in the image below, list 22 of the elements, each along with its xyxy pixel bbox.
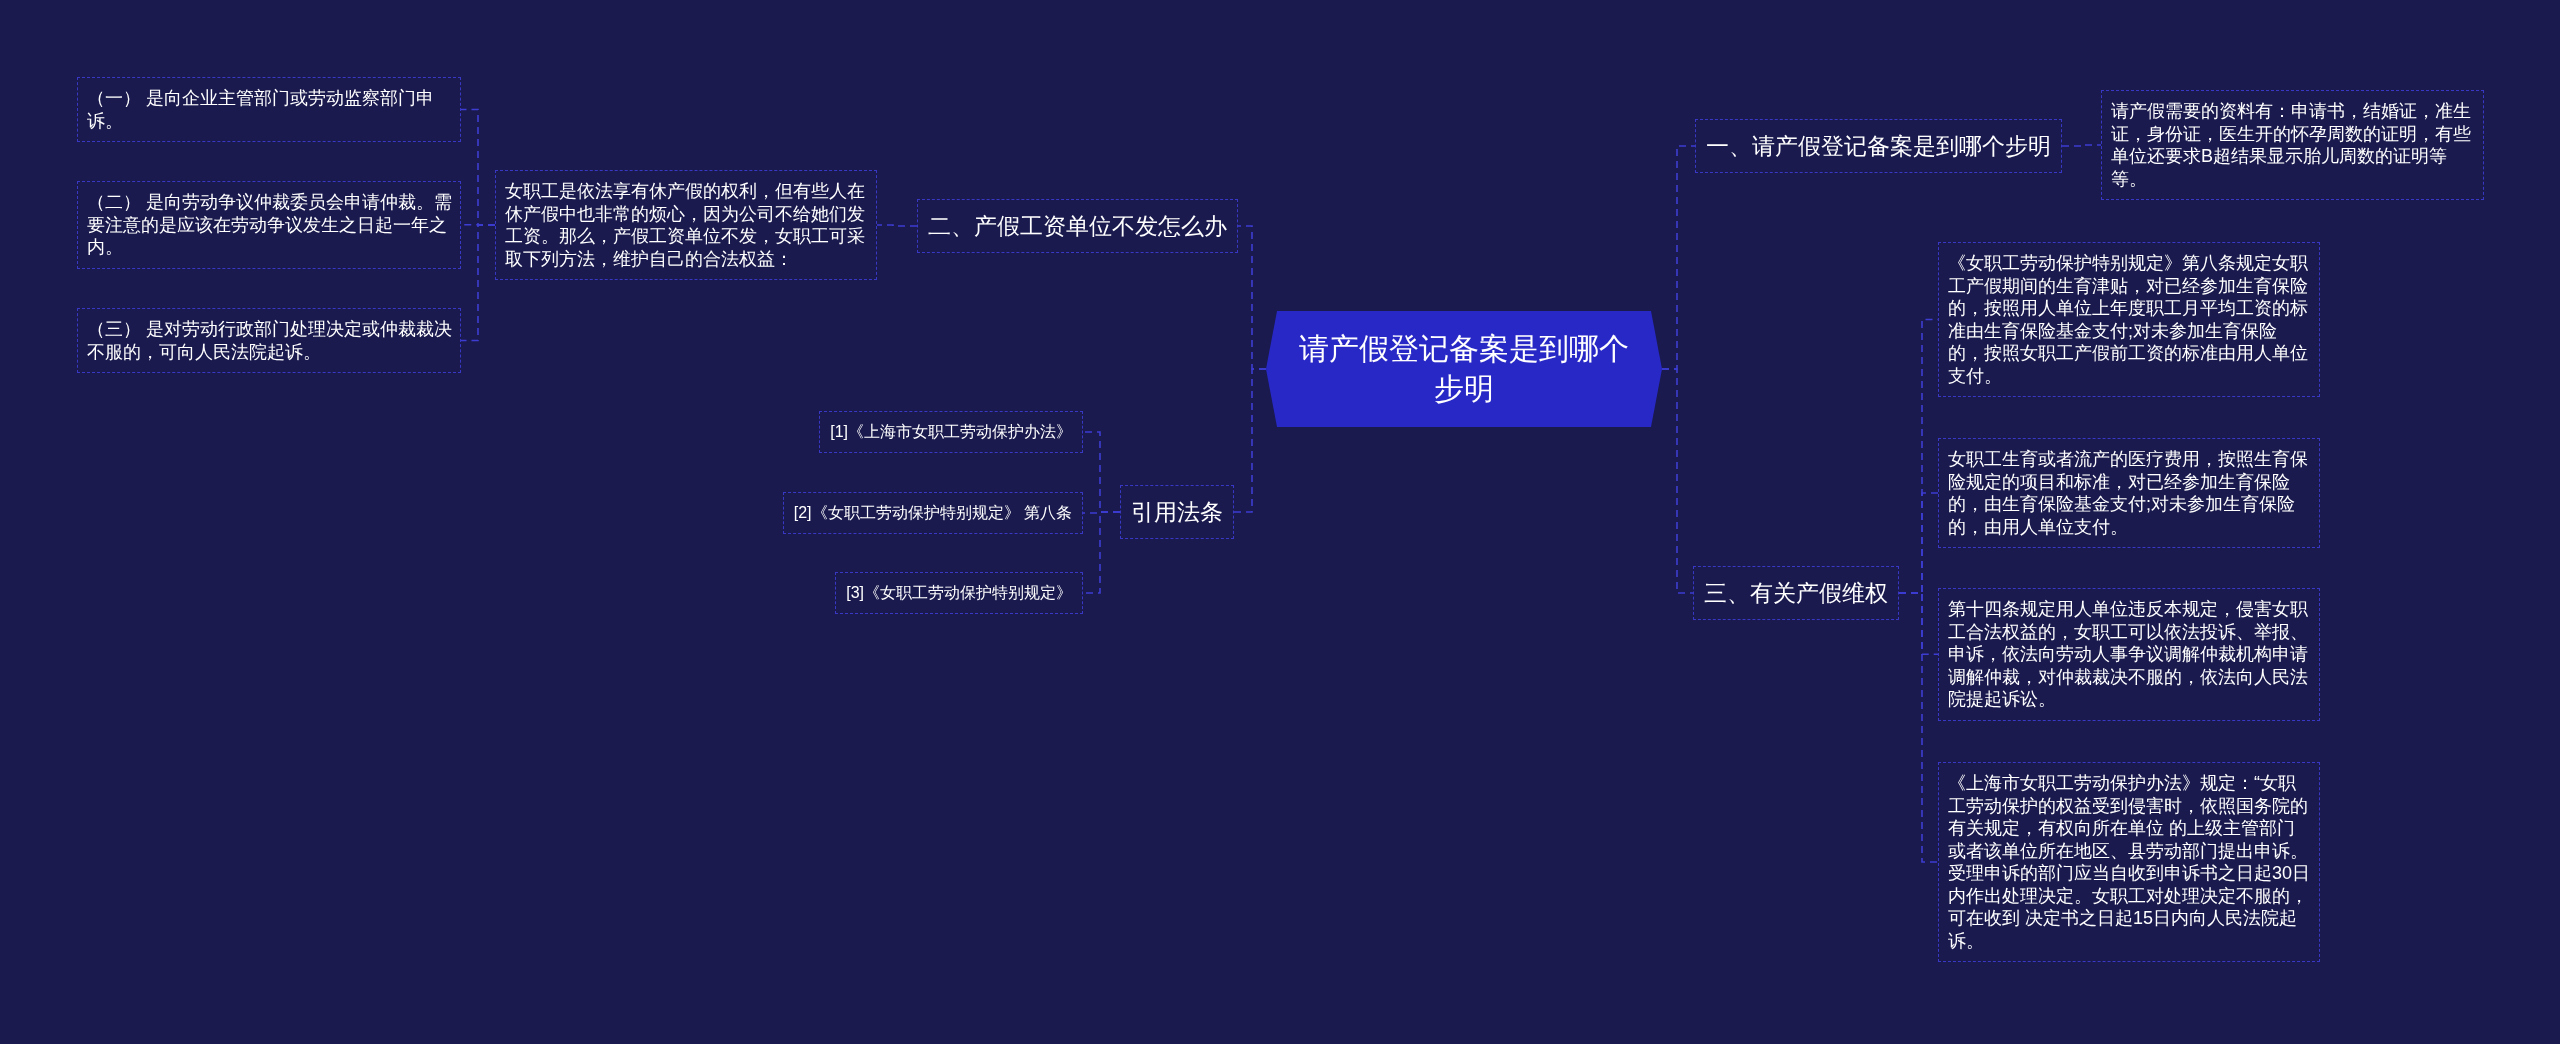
topic-box: 一、请产假登记备案是到哪个步明 bbox=[1695, 119, 2062, 173]
text-box: 女职工生育或者流产的医疗费用，按照生育保险规定的项目和标准，对已经参加生育保险的，由生育保险基金支付;对未参加生育保险的，由用人单位支付。 bbox=[1938, 438, 2320, 548]
text-box: 《上海市女职工劳动保护办法》规定：“女职工劳动保护的权益受到侵害时，依照国务院的有关规定，有权向所在单位 的上级主管部门或者该单位所在地区、县劳动部门提出申诉。受理申诉的部门应当自收到申诉书之日起30日内作出处理决定。女职工对处理决定不服的，可在收到 决定书之日起15日内向人民法院起诉。 bbox=[1938, 762, 2320, 962]
connector-line bbox=[2061, 144, 2102, 147]
connector-line bbox=[460, 224, 496, 342]
reference-box: [1]《上海市女职工劳动保护办法》 bbox=[819, 411, 1083, 453]
text-box: 请产假需要的资料有：申请书，结婚证，准生证，身份证，医生开的怀孕周数的证明，有些单位还要求B超结果显示胎儿周数的证明等等。 bbox=[2101, 90, 2484, 200]
reference-box: [2]《女职工劳动保护特别规定》 第八条 bbox=[782, 492, 1083, 534]
topic-box: 引用法条 bbox=[1120, 485, 1234, 539]
text-box: 女职工是依法享有休产假的权利，但有些人在休产假中也非常的烦心，因为公司不给她们发工资。那么，产假工资单位不发，女职工可采取下列方法，维护自己的合法权益： bbox=[495, 170, 877, 280]
text-box: 《女职工劳动保护特别规定》第八条规定女职工产假期间的生育津贴，对已经参加生育保险的，按照用人单位上年度职工月平均工资的标准由生育保险基金支付;对未参加生育保险的，按照女职工产假前工资的标准由用人单位支付。 bbox=[1938, 242, 2320, 397]
connector-line bbox=[1233, 368, 1267, 513]
text-box: （三） 是对劳动行政部门处理决定或仲裁裁决不服的，可向人民法院起诉。 bbox=[77, 308, 461, 373]
connector-line bbox=[1898, 592, 1939, 863]
topic-box: 三、有关产假维权 bbox=[1693, 566, 1899, 620]
connector-line bbox=[876, 224, 918, 227]
text-box: （二） 是向劳动争议仲裁委员会申请仲裁。需要注意的是应该在劳动争议发生之日起一年之内。 bbox=[77, 181, 461, 269]
topic-box: 二、产假工资单位不发怎么办 bbox=[917, 199, 1238, 253]
text-box: （一） 是向企业主管部门或劳动监察部门申诉。 bbox=[77, 77, 461, 142]
connector-line bbox=[1661, 368, 1694, 594]
reference-box: [3]《女职工劳动保护特别规定》 bbox=[835, 572, 1083, 614]
text-box: 第十四条规定用人单位违反本规定，侵害女职工合法权益的，女职工可以依法投诉、举报、申诉，依法向劳动人事争议调解仲裁机构申请调解仲裁，对仲裁裁决不服的，依法向人民法院提起诉讼。 bbox=[1938, 588, 2320, 721]
